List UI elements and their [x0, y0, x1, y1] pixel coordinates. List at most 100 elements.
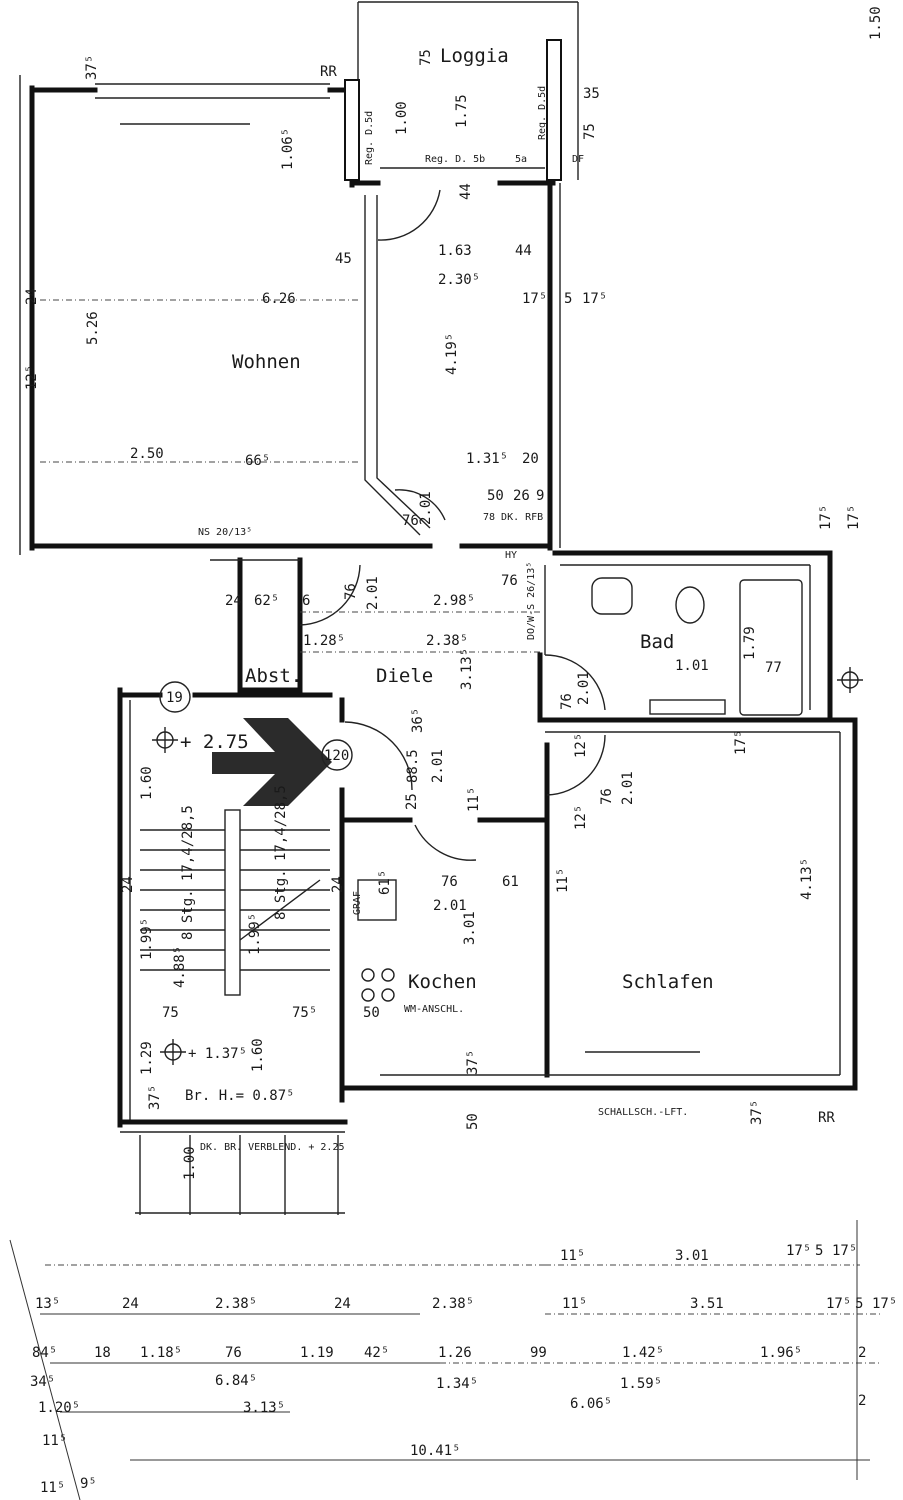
- dimension-label: 75: [582, 123, 598, 140]
- note-df: DF: [572, 154, 584, 165]
- dimension-label: 76: [343, 583, 359, 600]
- dimension-label: 1.00: [182, 1146, 198, 1180]
- stair-number: 19: [166, 690, 183, 706]
- note-5a: 5a: [515, 154, 527, 165]
- hatched-wall: [546, 39, 562, 181]
- dimension-label: 1.01: [675, 658, 709, 674]
- room-label-wohnen: Wohnen: [232, 351, 301, 373]
- dimension-label: 1.26: [438, 1345, 472, 1361]
- dimension-label: 35: [583, 86, 600, 102]
- dimension-label: 44: [458, 183, 474, 200]
- note-graf: GRAF: [352, 891, 363, 915]
- door-swing: [394, 489, 446, 521]
- dimension-label: 42⁵: [364, 1345, 389, 1361]
- note-reg: Reg. D. 5b: [425, 154, 485, 165]
- dimension-label: 1.60: [250, 1038, 266, 1072]
- dimension-label: 77: [765, 660, 782, 676]
- dimension-label: 76: [559, 693, 575, 710]
- dimension-label: 2.01: [430, 749, 446, 783]
- dimension-label: 45: [335, 251, 352, 267]
- dimension-label: 9: [536, 488, 544, 504]
- dimension-label: 1.00: [394, 101, 410, 135]
- dimension-label: 25: [404, 793, 420, 810]
- dimension-label: 2.01: [365, 576, 381, 610]
- wc-icon: [591, 577, 633, 615]
- dimension-label: 2.38⁵: [215, 1296, 257, 1312]
- room-label-abst: Abst.: [245, 665, 302, 687]
- dimension-label: 1.99⁵: [247, 913, 263, 955]
- dimension-label: 18: [94, 1345, 111, 1361]
- dimension-label: 3.01: [675, 1248, 709, 1264]
- dimension-label: 12⁵: [573, 805, 589, 830]
- door-swing: [299, 564, 361, 626]
- room-labels: Loggia Wohnen Diele Abst. Bad Kochen Sch…: [232, 45, 714, 993]
- dimension-label: 1.06⁵: [280, 128, 296, 170]
- dimension-label: 24: [122, 1296, 139, 1312]
- dimension-label: 88.5: [405, 749, 421, 783]
- dimension-label: 75: [418, 49, 434, 66]
- stair-treads: [140, 829, 330, 971]
- dimension-label: 17⁵: [818, 505, 834, 530]
- dimension-label: 4.88⁵: [172, 946, 188, 988]
- dimension-label: 1.20⁵: [38, 1400, 80, 1416]
- dimension-label: 1.63: [438, 243, 472, 259]
- dimension-label: 1.50: [868, 6, 884, 40]
- note-rr: RR: [320, 64, 337, 80]
- door-swing: [344, 721, 413, 791]
- dimension-label: 1.60: [139, 766, 155, 800]
- dimension-label: 36⁵: [410, 708, 426, 733]
- dimension-label: 37⁵: [749, 1100, 765, 1125]
- dimension-label: 17⁵: [786, 1243, 811, 1259]
- vanity-icon: [649, 699, 726, 715]
- dimension-label: 11⁵: [560, 1248, 585, 1264]
- hatched-wall: [344, 79, 360, 181]
- dimension-label: 50: [487, 488, 504, 504]
- dimension-label: 17⁵: [832, 1243, 857, 1259]
- dimension-label: 5: [815, 1243, 823, 1259]
- dimension-label: 62⁵: [254, 593, 279, 609]
- dimension-label: 4.19⁵: [444, 333, 460, 375]
- dimension-label: 10.41⁵: [410, 1443, 461, 1459]
- dimension-label: 3.13⁵: [459, 648, 475, 690]
- dimension-label: 17⁵: [522, 291, 547, 307]
- dimension-label: 6.26: [262, 291, 296, 307]
- note-hy: HY: [505, 550, 517, 561]
- door-swing: [546, 734, 606, 796]
- dimension-label: 2.30⁵: [438, 272, 480, 288]
- dimension-label: 61: [502, 874, 519, 890]
- dimension-label: 1.19: [300, 1345, 334, 1361]
- dimension-label: 11⁵: [40, 1480, 65, 1496]
- room-label-schlafen: Schlafen: [622, 971, 714, 993]
- note-dk-rfb: 78 DK. RFB: [483, 512, 543, 523]
- dimension-label: 12⁵: [24, 365, 40, 390]
- dimension-label: 26: [513, 488, 530, 504]
- level-bottom: + 1.37⁵: [188, 1046, 247, 1062]
- dimension-label: 37⁵: [465, 1050, 481, 1075]
- room-label-loggia: Loggia: [440, 45, 509, 67]
- dimension-label: 11⁵: [555, 868, 571, 893]
- door-swing: [414, 824, 477, 861]
- dimension-label: 1.28⁵: [303, 633, 345, 649]
- dimension-label: 50: [363, 1005, 380, 1021]
- dimension-label: 24: [24, 288, 40, 305]
- note-wm-anschluss: WM-ANSCHL.: [404, 1004, 464, 1015]
- dimension-label: 66⁵: [245, 453, 270, 469]
- dimension-label: 3.01: [462, 911, 478, 945]
- note-verblendung: DK. BR. VERBLEND. + 2.25: [200, 1142, 345, 1153]
- dimension-label: 84⁵: [32, 1345, 57, 1361]
- dimension-label: 1.59⁵: [620, 1376, 662, 1392]
- dimension-label: 11⁵: [562, 1296, 587, 1312]
- dimension-label: 20: [522, 451, 539, 467]
- stair-number-circle: [159, 681, 191, 713]
- dimension-label: 13⁵: [35, 1296, 60, 1312]
- dimension-label: 2: [858, 1393, 866, 1409]
- note-stairs: 8 Stg. 17,4/28,5: [273, 785, 289, 920]
- dimension-label: 24: [225, 593, 242, 609]
- dimension-label: 99: [530, 1345, 547, 1361]
- dimension-label: 1.96⁵: [760, 1345, 802, 1361]
- dimension-label: 1.79: [742, 626, 758, 660]
- room-label-diele: Diele: [376, 665, 433, 687]
- note-ns: NS 20/13⁵: [198, 527, 252, 538]
- level-top: + 2.75: [180, 731, 249, 753]
